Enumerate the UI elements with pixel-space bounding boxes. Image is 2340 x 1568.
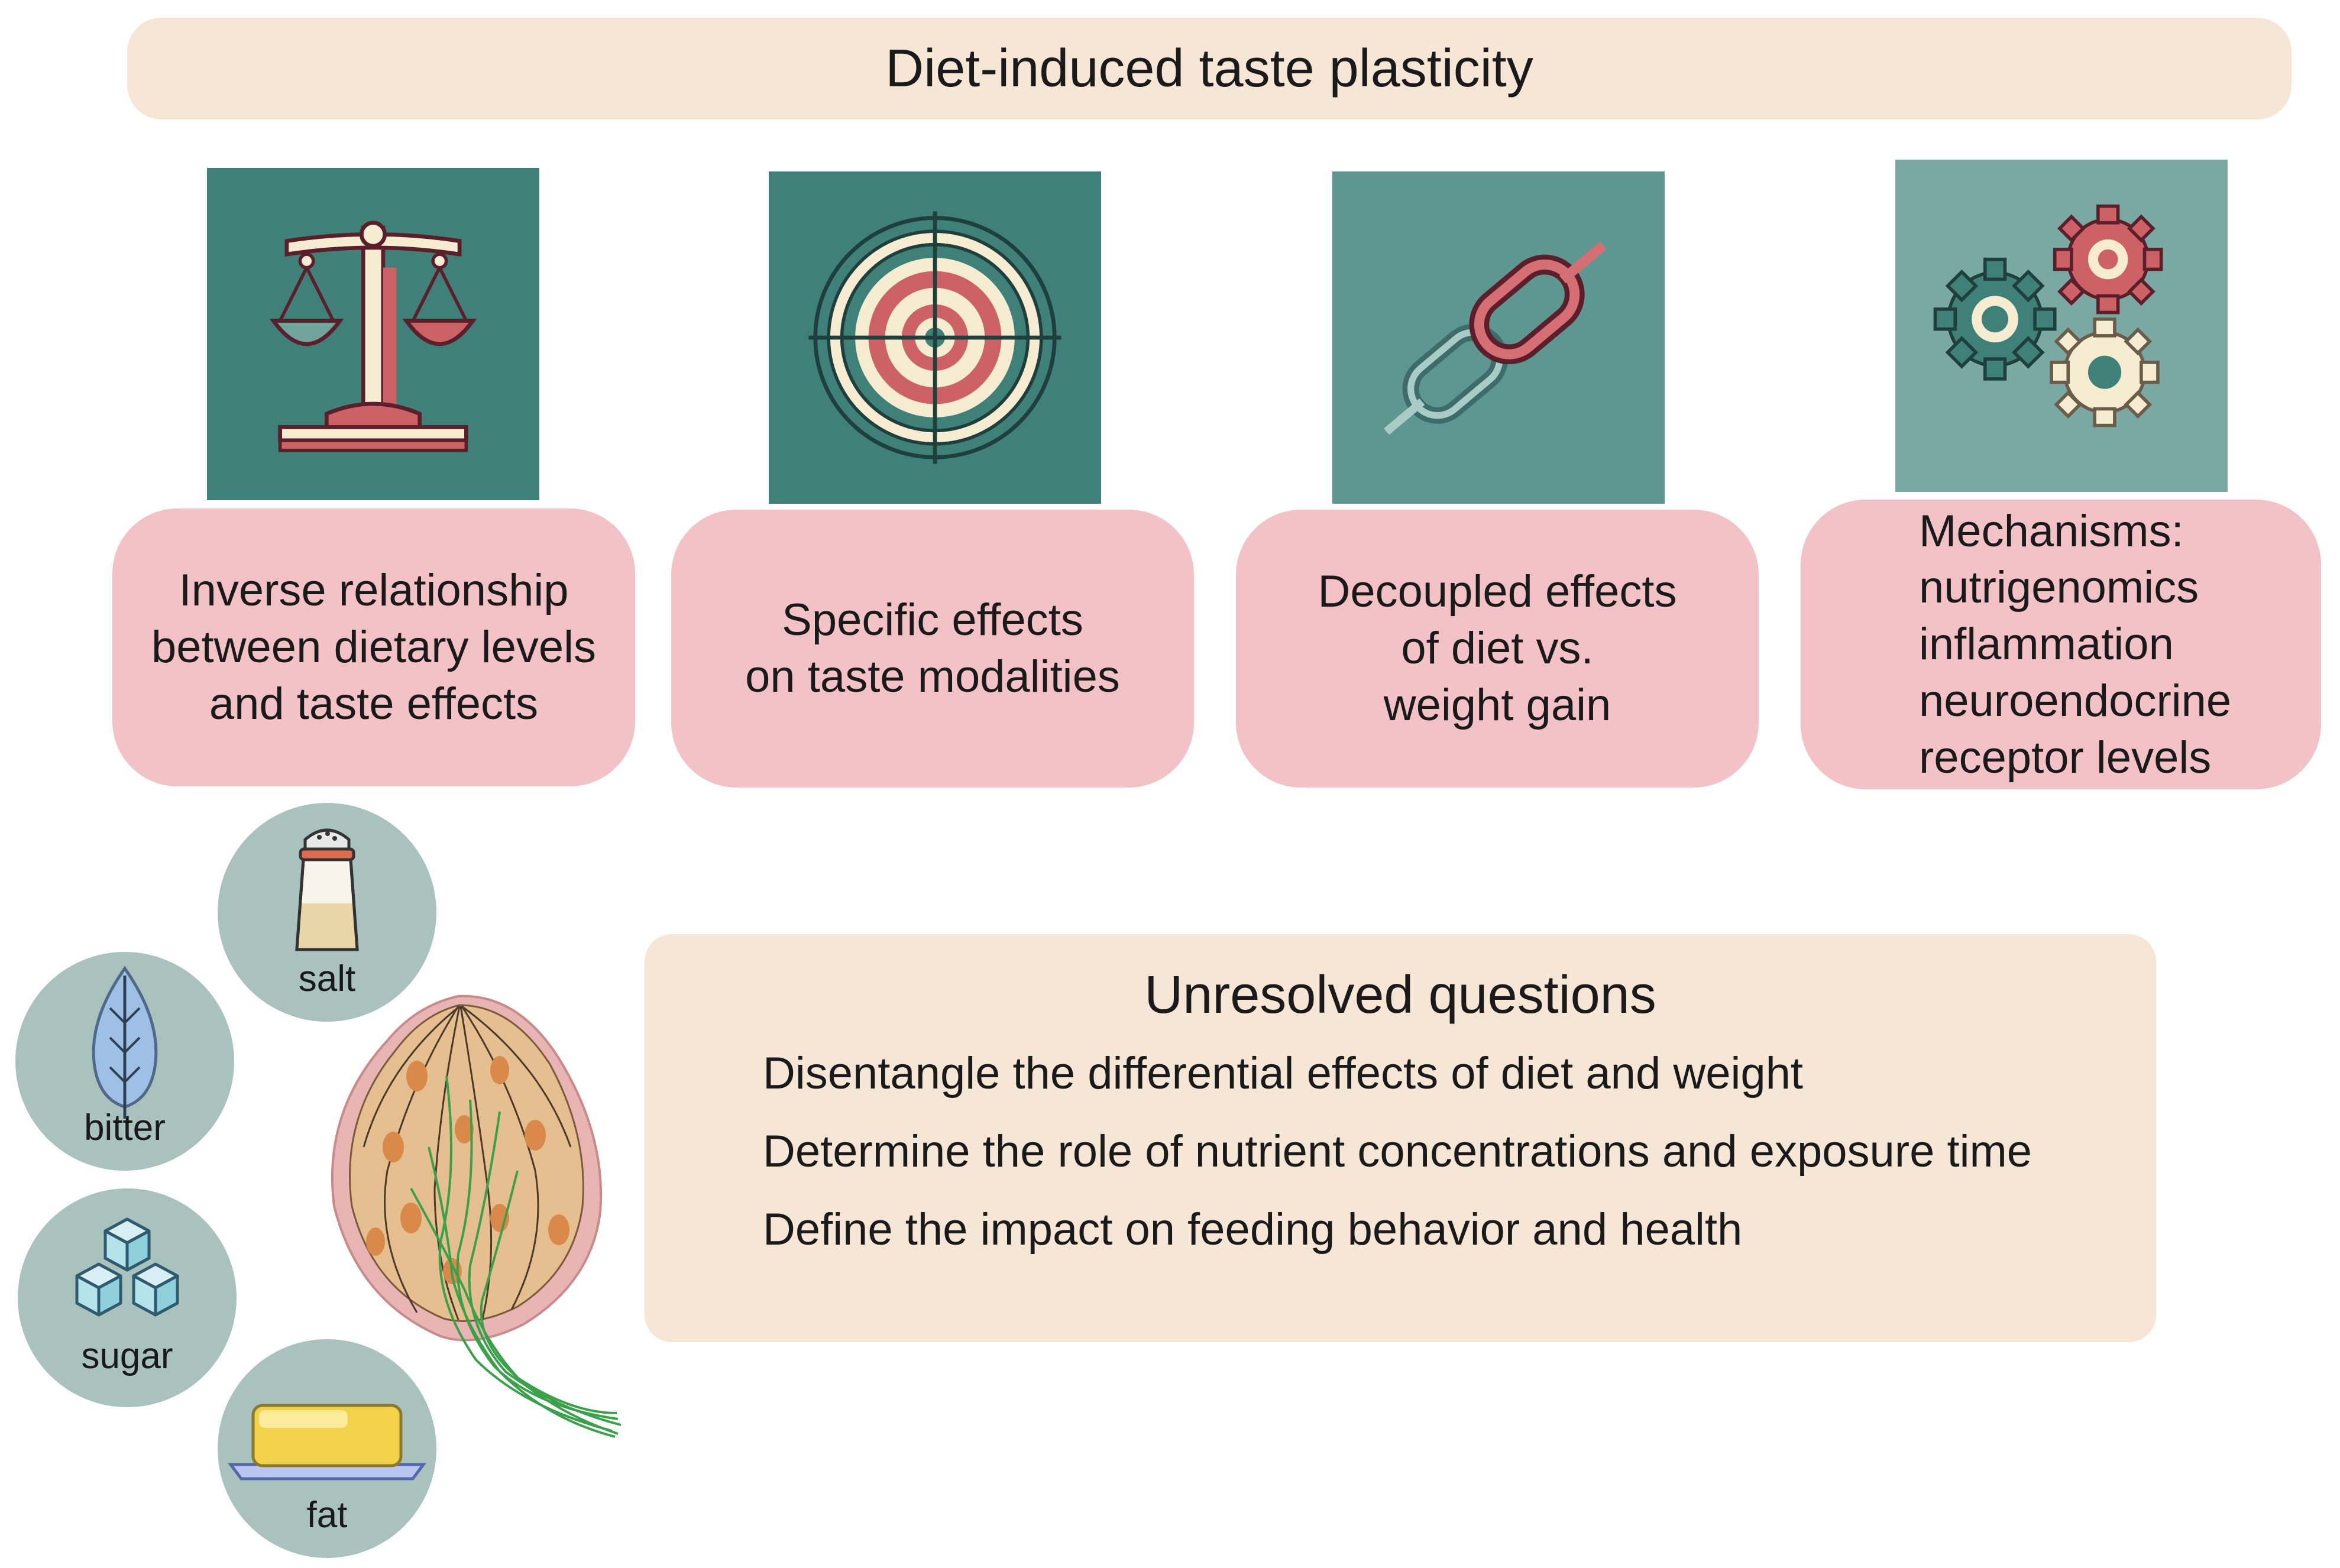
sugar-cubes-icon <box>75 1217 179 1317</box>
page-title: Diet-induced taste plasticity <box>885 38 1533 98</box>
card-line: nutrigenomics <box>1919 562 2199 613</box>
butter-icon <box>228 1404 426 1480</box>
unresolved-question-item: Disentangle the differential effects of … <box>763 1048 1804 1099</box>
unresolved-question-item: Define the impact on feeding behavior an… <box>763 1204 1743 1255</box>
card-line: Mechanisms: <box>1919 506 2184 556</box>
unresolved-questions-title: Unresolved questions <box>1144 966 1656 1025</box>
title-banner: Diet-induced taste plasticity <box>127 18 2292 119</box>
unresolved-questions-panel: Unresolved questions Disentangle the dif… <box>645 934 2156 1342</box>
taste-circle-salt: salt <box>218 803 436 1022</box>
taste-label: sugar <box>81 1336 173 1376</box>
target-icon <box>769 171 1101 504</box>
card-line: on taste modalities <box>745 652 1120 702</box>
taste-circle-fat: fat <box>218 1339 436 1558</box>
card-specific-effects: Specific effects on taste modalities <box>671 510 1194 788</box>
card-text: Specific effects on taste modalities <box>745 592 1120 705</box>
taste-label: salt <box>298 958 356 999</box>
unresolved-question-item: Determine the role of nutrient concentra… <box>763 1126 2032 1177</box>
broken-chain-icon <box>1332 171 1665 504</box>
salt-shaker-icon <box>295 828 359 951</box>
taste-label: bitter <box>84 1107 166 1148</box>
card-line: between dietary levels <box>151 622 596 673</box>
card-text: Mechanisms: nutrigenomics inflammation n… <box>1919 503 2231 786</box>
card-line: receptor levels <box>1919 732 2212 783</box>
card-mechanisms: Mechanisms: nutrigenomics inflammation n… <box>1801 500 2321 789</box>
card-line: Inverse relationship <box>179 565 569 616</box>
card-decoupled-effects: Decoupled effects of diet vs. weight gai… <box>1236 510 1759 788</box>
card-text: Decoupled effects of diet vs. weight gai… <box>1318 563 1677 733</box>
taste-circle-sugar: sugar <box>18 1188 237 1407</box>
taste-circle-bitter: bitter <box>15 952 234 1171</box>
gears-icon <box>1895 160 2228 492</box>
card-text: Inverse relationship between dietary lev… <box>151 562 596 732</box>
card-inverse-relationship: Inverse relationship between dietary lev… <box>112 508 635 786</box>
card-line: neuroendocrine <box>1919 675 2232 726</box>
card-line: of diet vs. <box>1401 623 1594 674</box>
taste-label: fat <box>306 1495 348 1535</box>
card-line: Decoupled effects <box>1318 566 1677 617</box>
balance-scale-icon <box>207 168 539 500</box>
card-line: inflammation <box>1919 619 2174 670</box>
card-line: weight gain <box>1383 679 1611 730</box>
card-line: Specific effects <box>782 595 1083 646</box>
leaf-icon <box>92 966 158 1119</box>
taste-bud-icon <box>322 993 624 1443</box>
card-line: and taste effects <box>209 678 539 729</box>
